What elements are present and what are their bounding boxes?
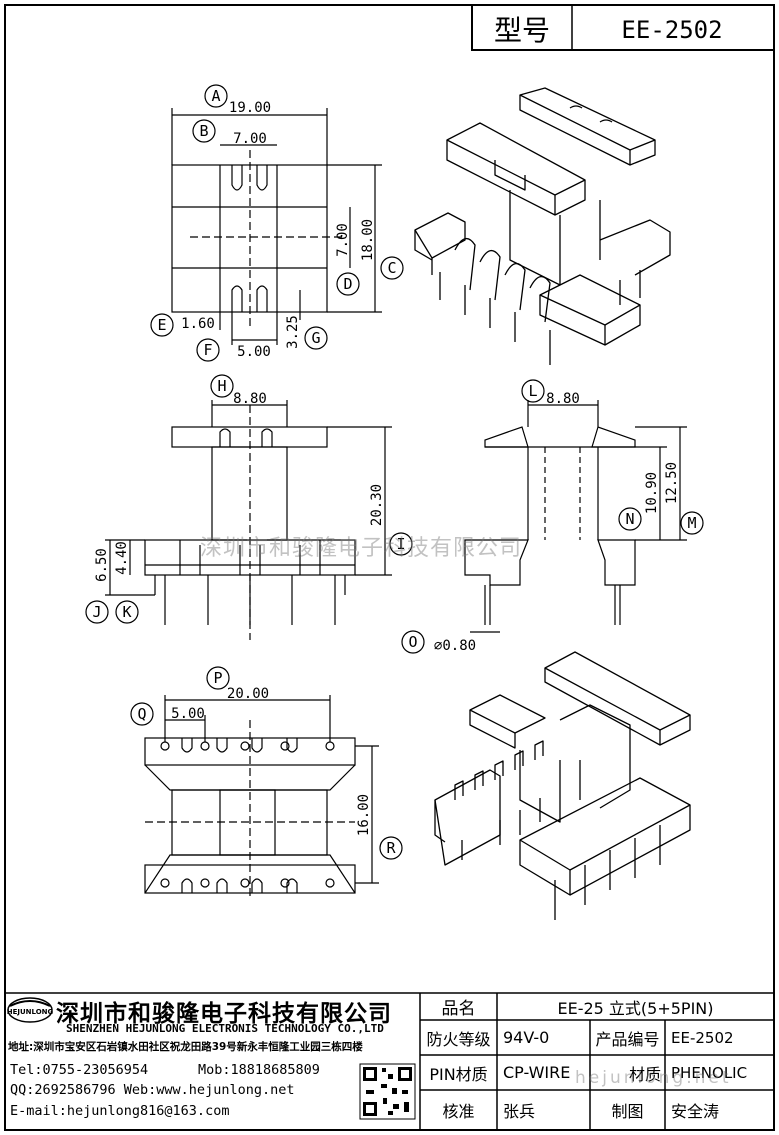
- callout-F: F: [203, 341, 212, 359]
- dim-C-value: 18.00: [360, 219, 376, 261]
- dim-L-value: 8.80: [546, 391, 580, 407]
- spec-code-label: 产品编号: [595, 1029, 660, 1049]
- callout-K: K: [122, 603, 131, 621]
- dim-D-value: 7.00: [335, 223, 351, 257]
- callout-Q: Q: [137, 705, 146, 723]
- callout-M: M: [687, 514, 696, 532]
- info-block: [4, 992, 775, 1131]
- spec-code-value: EE-2502: [671, 1028, 734, 1047]
- dim-B-value: 7.00: [233, 131, 267, 147]
- top-view: [171, 108, 382, 345]
- model-label: 型号: [494, 14, 550, 47]
- side-view-labels: 8.80 10.90 12.50 ⌀0.80: [434, 391, 680, 654]
- callout-G: G: [311, 329, 320, 347]
- side-view: [464, 400, 687, 633]
- callout-O: O: [408, 633, 417, 651]
- dim-K-value: 4.40: [114, 541, 130, 575]
- spec-draw-value: 安全涛: [671, 1102, 720, 1121]
- dim-H-value: 8.80: [233, 391, 267, 407]
- callout-P: P: [213, 669, 222, 687]
- dim-F-value: 5.00: [237, 344, 271, 360]
- company-name-en: SHENZHEN HEJUNLONG ELECTRONIS TECHNOLOGY…: [66, 1022, 384, 1035]
- callout-A: A: [211, 87, 220, 105]
- dim-E-value: 1.60: [181, 316, 215, 332]
- company-name-cn: 深圳市和骏隆电子科技有限公司: [56, 1001, 392, 1027]
- dim-P-value: 20.00: [227, 686, 269, 702]
- spec-pin-label: PIN材质: [429, 1064, 488, 1084]
- dim-J-value: 6.50: [94, 548, 110, 582]
- contact-tel: Tel:0755-23056954: [10, 1062, 149, 1078]
- spec-name-label: 品名: [441, 999, 476, 1019]
- callout-H: H: [217, 377, 226, 395]
- spec-material-value: PHENOLIC: [671, 1063, 748, 1082]
- callout-L: L: [528, 382, 537, 400]
- contact-mob: Mob:18818685809: [198, 1062, 320, 1078]
- title-block: [471, 4, 775, 51]
- front-view: [105, 400, 392, 640]
- front-view-labels: 8.80 20.30 6.50 4.40: [94, 391, 385, 582]
- company-logo: HEJUNLONG: [7, 997, 54, 1023]
- model-number: EE-2502: [621, 16, 722, 44]
- callout-D: D: [343, 275, 352, 293]
- callout-J: J: [92, 603, 101, 621]
- dim-Q-value: 5.00: [171, 706, 205, 722]
- dim-I-value: 20.30: [369, 484, 385, 526]
- callout-C: C: [387, 259, 396, 277]
- iso-view-top: [414, 87, 671, 365]
- callout-N: N: [625, 510, 634, 528]
- dim-M-value: 12.50: [664, 462, 680, 504]
- callout-B: B: [199, 122, 208, 140]
- callout-letters: [85, 84, 704, 860]
- dim-G-value: 3.25: [285, 315, 301, 349]
- spec-material-label: 材质: [628, 1064, 661, 1084]
- spec-draw-label: 制图: [611, 1102, 644, 1121]
- dim-N-value: 10.90: [644, 472, 660, 514]
- spec-review-value: 张兵: [503, 1102, 536, 1121]
- spec-review-label: 核准: [442, 1102, 475, 1121]
- spec-pin-value: CP-WIRE: [503, 1063, 571, 1082]
- callout-E: E: [157, 316, 166, 334]
- contact-email: E-mail:hejunlong816@163.com: [10, 1103, 230, 1119]
- dim-O-value: ⌀0.80: [434, 638, 476, 654]
- spec-fire-label: 防火等级: [426, 1029, 491, 1049]
- logo-text: HEJUNLONG: [7, 1008, 54, 1016]
- callout-I: I: [396, 535, 405, 553]
- dim-R-value: 16.00: [356, 794, 372, 836]
- iso-view-bottom: [434, 651, 691, 920]
- dim-A-value: 19.00: [229, 100, 271, 116]
- bottom-view: [144, 695, 379, 900]
- qr-code-icon: [359, 1063, 416, 1120]
- bottom-view-labels: 20.00 5.00 16.00: [171, 686, 372, 836]
- callout-R: R: [386, 839, 396, 857]
- contact-qq-web: QQ:2692586796 Web:www.hejunlong.net: [10, 1082, 295, 1098]
- top-view-labels: 19.00 7.00 18.00 7.00 1.60 5.00 3.25: [181, 100, 376, 360]
- spec-name-value: EE-25 立式(5+5PIN): [557, 998, 714, 1018]
- spec-fire-value: 94V-0: [503, 1028, 550, 1047]
- company-address: 地址:深圳市宝安区石岩镇水田社区祝龙田路39号新永丰恒隆工业园三栋四楼: [8, 1041, 363, 1053]
